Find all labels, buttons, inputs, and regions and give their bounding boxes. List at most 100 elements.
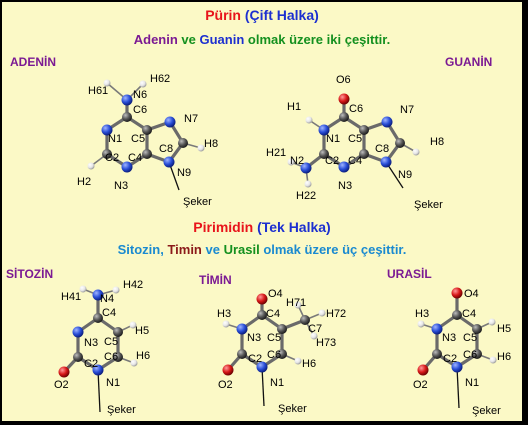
atom-label-guanin-n9: N9 bbox=[398, 169, 412, 181]
adenine-name: ADENİN bbox=[10, 54, 56, 69]
atom-label-guanin-n7: N7 bbox=[400, 104, 414, 116]
atom-label-guanin-n1: N1 bbox=[326, 133, 340, 145]
atom-label-guanin-c5: C5 bbox=[348, 133, 362, 145]
atom-sphere bbox=[113, 352, 123, 362]
atom-label-adenin-n3: N3 bbox=[114, 180, 128, 192]
atom-sphere bbox=[257, 310, 267, 320]
purine-heading: Pürin (Çift Halka) bbox=[205, 7, 319, 23]
atom-label-timin-h71: H71 bbox=[286, 297, 306, 309]
atom-label-sitozin-c2: C2 bbox=[84, 358, 98, 370]
atom-label-timin-c5: C5 bbox=[267, 332, 281, 344]
atom-sphere bbox=[381, 116, 393, 128]
atom-sphere bbox=[178, 138, 188, 148]
atom-label-sitozin-c5: C5 bbox=[104, 336, 118, 348]
atom-sphere bbox=[452, 310, 462, 320]
atom-label-adenin-c5: C5 bbox=[131, 133, 145, 145]
atom-label-urasil-c6: C6 bbox=[463, 349, 477, 361]
cytosine-sugar-label: Şeker bbox=[107, 404, 136, 416]
atom-label-adenin-c8: C8 bbox=[159, 143, 173, 155]
atom-label-guanin-h1: H1 bbox=[287, 101, 301, 113]
atom-sphere bbox=[277, 324, 287, 334]
atom-label-guanin-c6: C6 bbox=[349, 103, 363, 115]
atom-sphere bbox=[103, 79, 111, 87]
atom-label-urasil-c2: C2 bbox=[443, 353, 457, 365]
atom-label-sitozin-c6: C6 bbox=[104, 351, 118, 363]
atom-label-adenin-h8: H8 bbox=[204, 138, 218, 150]
atom-label-timin-h6: H6 bbox=[302, 358, 316, 370]
atom-sphere bbox=[294, 357, 302, 365]
atom-sphere bbox=[472, 349, 482, 359]
uracil-sugar-label: Şeker bbox=[472, 405, 501, 417]
atom-sphere bbox=[222, 364, 234, 376]
atom-label-adenin-c2: C2 bbox=[105, 152, 119, 164]
atom-sphere bbox=[417, 364, 429, 376]
adenine-molecule: ADENİN H61 N6 H62 C6 N1 C5 N7 C2 C4 C8 H… bbox=[10, 54, 218, 208]
atom-sphere bbox=[164, 116, 176, 128]
atom-sphere bbox=[72, 326, 84, 338]
atom-sphere bbox=[359, 125, 369, 135]
atom-sphere bbox=[92, 364, 104, 376]
atom-label-timin-c6: C6 bbox=[267, 349, 281, 361]
adenine-sugar-label: Şeker bbox=[183, 196, 212, 208]
atom-sphere bbox=[489, 356, 497, 364]
atom-label-adenin-h2: H2 bbox=[77, 176, 91, 188]
atom-label-adenin-h61: H61 bbox=[88, 85, 108, 97]
atom-sphere bbox=[305, 116, 313, 124]
bond-line bbox=[97, 369, 101, 413]
atom-label-guanin-o6: O6 bbox=[336, 74, 351, 86]
atom-sphere bbox=[163, 156, 175, 168]
atom-label-adenin-n9: N9 bbox=[177, 167, 191, 179]
bond-line bbox=[456, 366, 460, 409]
atom-sphere bbox=[380, 156, 392, 168]
atom-label-guanin-n3: N3 bbox=[338, 180, 352, 192]
atom-sphere bbox=[236, 323, 248, 335]
atom-sphere bbox=[197, 144, 205, 152]
atom-label-timin-h3: H3 bbox=[217, 308, 231, 320]
atom-sphere bbox=[338, 93, 350, 105]
atom-label-timin-c2: C2 bbox=[248, 353, 262, 365]
diagram-canvas: Pürin (Çift Halka) Adenin ve Guanin olma… bbox=[2, 2, 522, 421]
atom-sphere bbox=[139, 80, 147, 88]
guanine-name: GUANİN bbox=[445, 54, 492, 69]
thymine-molecule: TİMİN O4 H71 H72 H3 C4 C7 N3 C5 H73 C2 C… bbox=[199, 272, 346, 415]
atom-sphere bbox=[304, 180, 312, 188]
atom-sphere bbox=[121, 161, 133, 173]
atom-sphere bbox=[130, 359, 138, 367]
thymine-sugar-label: Şeker bbox=[278, 403, 307, 415]
atom-label-guanin-n2: N2 bbox=[290, 155, 304, 167]
atom-label-timin-c4: C4 bbox=[266, 308, 280, 320]
atom-label-guanin-h21: H21 bbox=[266, 147, 286, 159]
atom-label-urasil-h5: H5 bbox=[497, 323, 511, 335]
atom-label-guanin-h8: H8 bbox=[430, 136, 444, 148]
atom-label-sitozin-h6: H6 bbox=[136, 350, 150, 362]
atom-sphere bbox=[318, 309, 326, 317]
atom-sphere bbox=[142, 125, 152, 135]
atom-sphere bbox=[432, 349, 442, 359]
atom-sphere bbox=[92, 289, 104, 301]
atom-label-adenin-c4: C4 bbox=[128, 152, 142, 164]
atom-label-guanin-c8: C8 bbox=[375, 143, 389, 155]
atom-sphere bbox=[359, 149, 369, 159]
guanine-molecule: GUANİN O6 H1 C6 N7 N1 C5 H8 H21 N2 C2 C4… bbox=[266, 54, 492, 211]
atom-label-sitozin-n3: N3 bbox=[84, 337, 98, 349]
bond-line bbox=[261, 366, 265, 407]
atom-label-timin-o2: O2 bbox=[218, 379, 233, 391]
uracil-name: URASİL bbox=[387, 266, 432, 281]
atom-label-guanin-c2: C2 bbox=[325, 155, 339, 167]
atom-label-timin-c7: C7 bbox=[308, 323, 322, 335]
atom-label-timin-h72: H72 bbox=[326, 308, 346, 320]
atom-label-adenin-n6: N6 bbox=[133, 89, 147, 101]
atom-sphere bbox=[101, 124, 113, 136]
atom-sphere bbox=[113, 327, 123, 337]
atom-sphere bbox=[93, 313, 103, 323]
atom-sphere bbox=[300, 162, 312, 174]
atom-label-guanin-c4: C4 bbox=[348, 155, 362, 167]
atom-label-adenin-n1: N1 bbox=[108, 133, 122, 145]
atom-sphere bbox=[451, 287, 463, 299]
atom-sphere bbox=[319, 149, 329, 159]
atom-sphere bbox=[79, 285, 87, 293]
atom-sphere bbox=[73, 352, 83, 362]
atom-label-timin-o4: O4 bbox=[268, 288, 283, 300]
atom-label-sitozin-n4: N4 bbox=[100, 293, 114, 305]
atom-sphere bbox=[431, 323, 443, 335]
